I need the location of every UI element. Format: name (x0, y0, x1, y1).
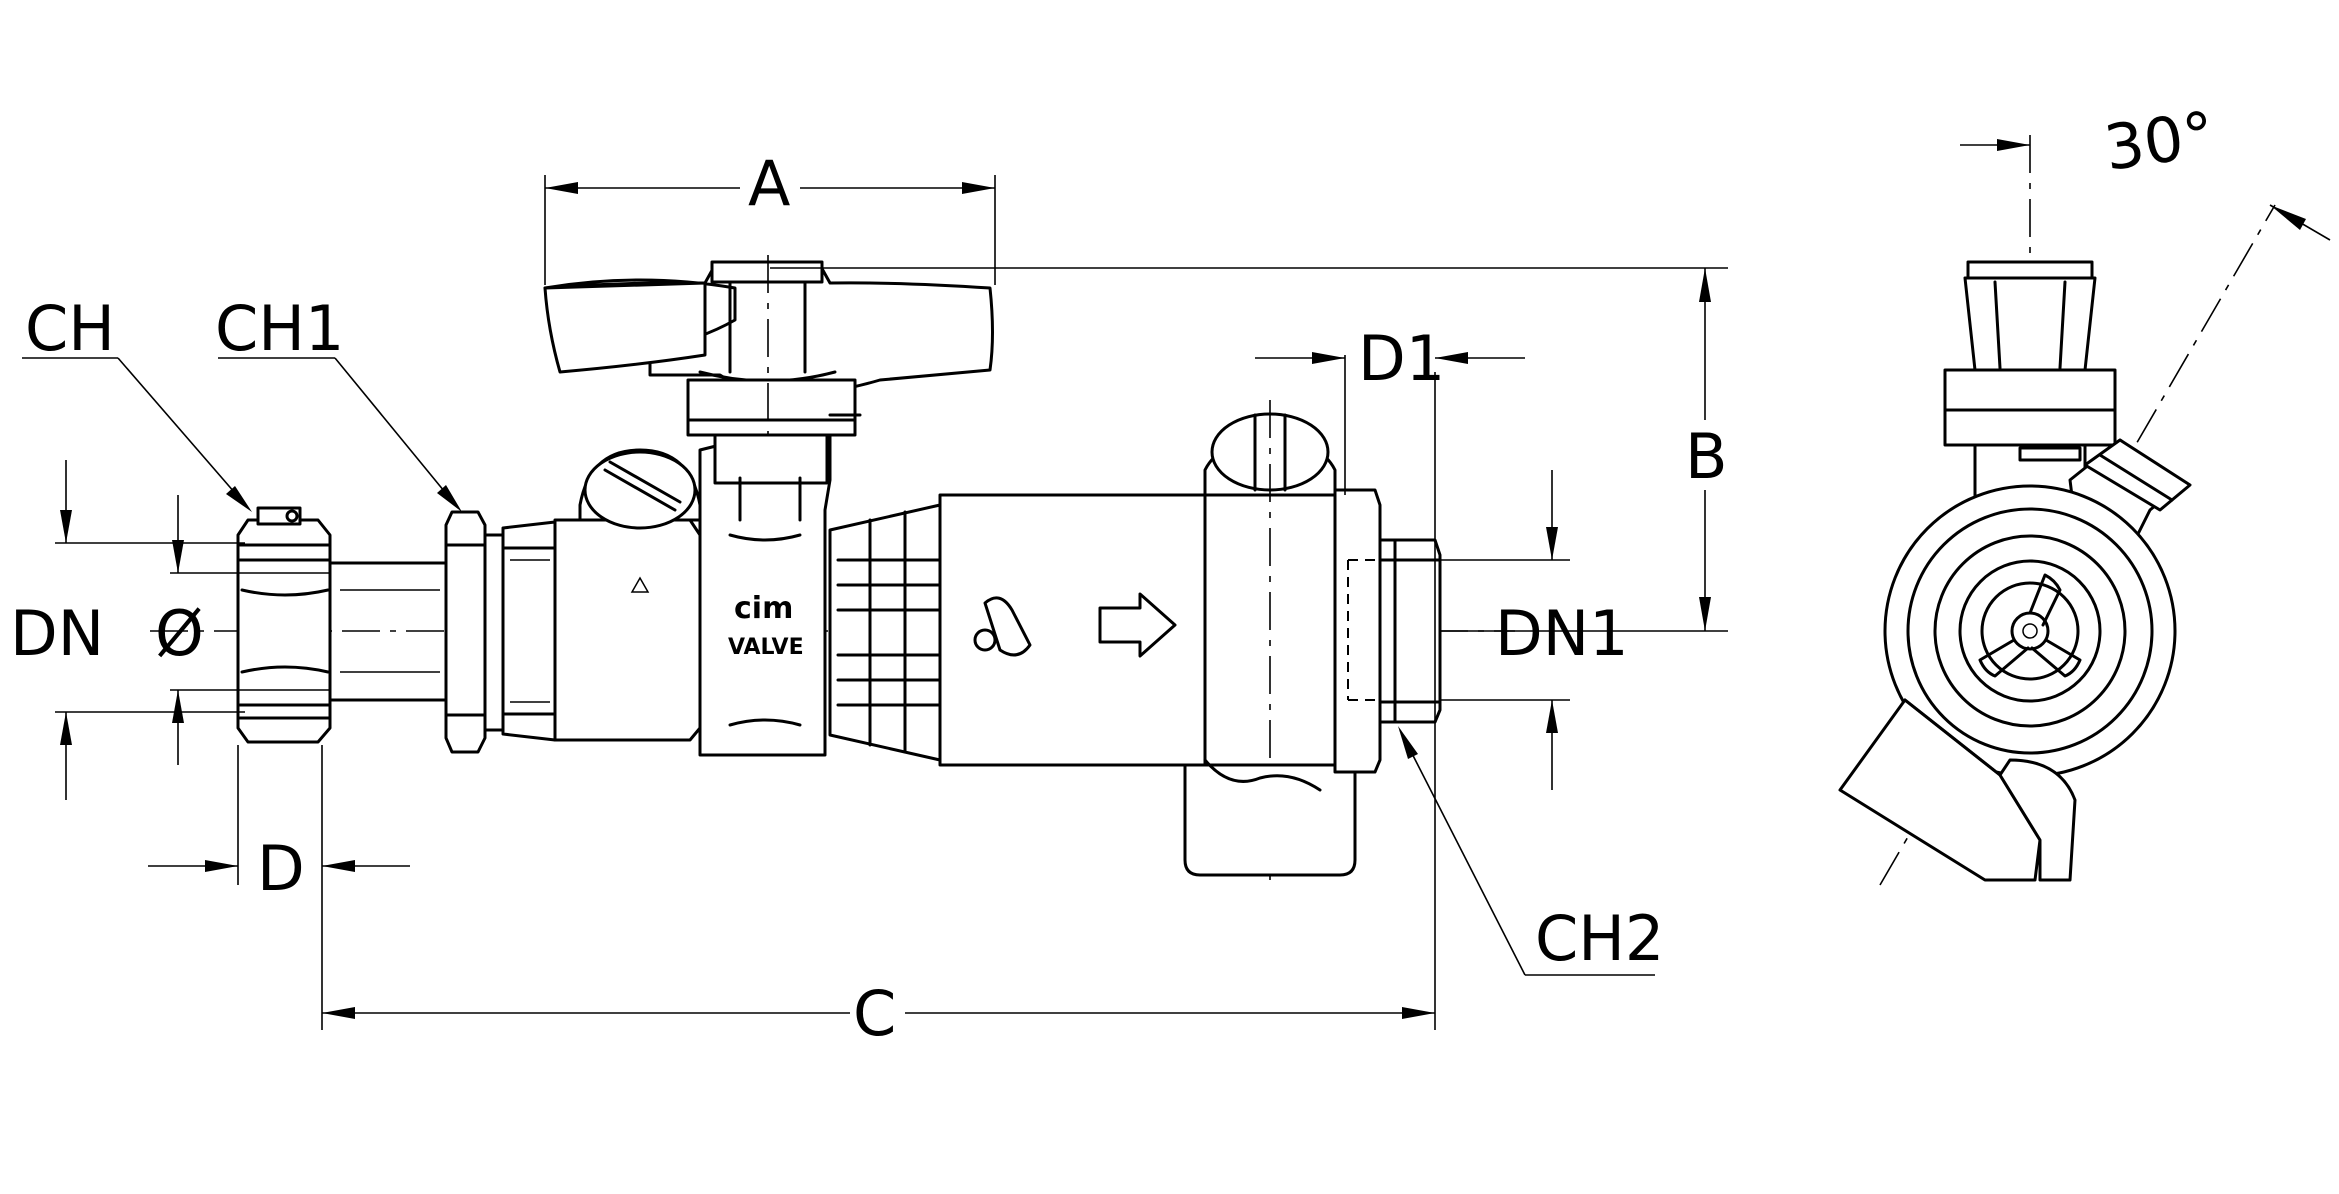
dimension-c: C (321, 372, 1436, 1050)
test-plug-right (1203, 400, 1342, 880)
butterfly-handle (543, 255, 994, 585)
dimension-b: B (770, 267, 1728, 632)
leader-ch: CH (22, 292, 252, 512)
label-d1: D1 (1358, 322, 1445, 395)
label-dn1: DN1 (1495, 597, 1629, 670)
lock-nut (444, 510, 505, 754)
side-view: 30° (1838, 97, 2331, 886)
valve-inlet-body (501, 518, 702, 742)
dimension-dn1: DN1 (1440, 470, 1629, 790)
label-ch: CH (25, 292, 115, 365)
side-drain-pot (1838, 698, 2077, 882)
label-dn: DN (10, 597, 104, 670)
dimension-dn: DN (10, 460, 245, 800)
test-plug-left (578, 448, 702, 593)
label-angle: 30° (2100, 97, 2219, 185)
side-handle (1943, 260, 2117, 502)
brand-text-valve: VALVE (728, 635, 804, 660)
pipe-section (328, 561, 452, 702)
label-phi: Ø (155, 597, 204, 670)
outlet-connection (1333, 488, 1442, 774)
side-body (1883, 484, 2177, 778)
dimension-d1: D1 (1255, 322, 1525, 495)
angle-annotation: 30° (1960, 97, 2331, 241)
dimension-d: D (148, 745, 410, 905)
union-nut (236, 506, 332, 744)
filter-body (938, 493, 1207, 767)
front-view: cim VALVE (10, 147, 1728, 1050)
dimension-phi: Ø (155, 495, 330, 765)
valve-body: cim VALVE (698, 433, 832, 757)
label-c: C (853, 977, 896, 1050)
label-a: A (748, 147, 790, 220)
drain-pot (1183, 758, 1357, 877)
dimension-a: A (544, 147, 996, 285)
leader-ch2: CH2 (1398, 726, 1664, 976)
label-b: B (1685, 420, 1728, 493)
label-ch2: CH2 (1535, 902, 1664, 975)
leader-ch1: CH1 (215, 292, 462, 512)
conical-transition (828, 503, 942, 762)
label-d: D (257, 832, 305, 905)
label-ch1: CH1 (215, 292, 344, 365)
brand-text-cim: cim (734, 591, 793, 626)
